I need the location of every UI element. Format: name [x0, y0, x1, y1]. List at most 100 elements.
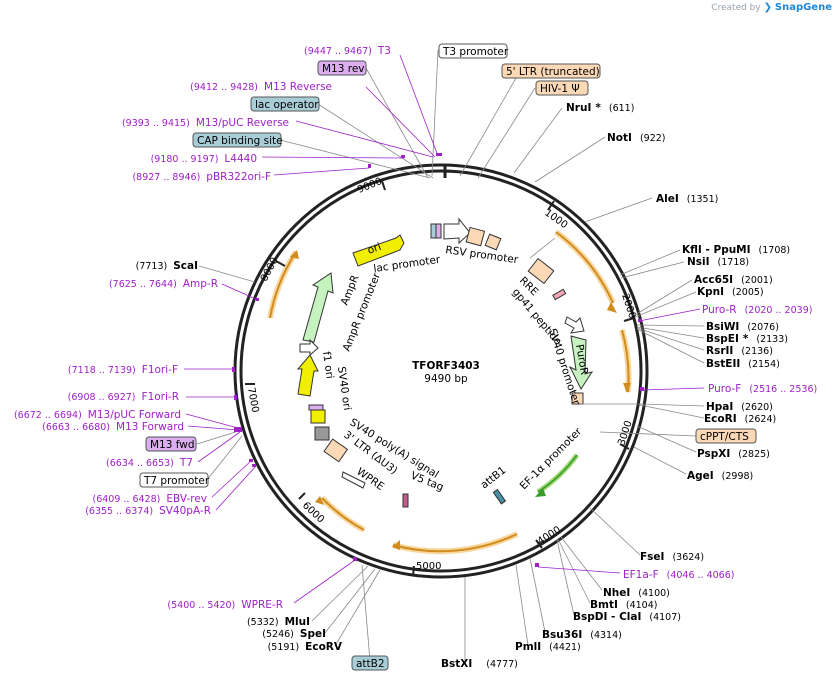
enzyme-scai: (7713)ScaI	[136, 260, 198, 272]
enzyme-spei: (5246)SpeI	[262, 628, 326, 640]
5ltr-box	[465, 226, 486, 247]
snapgene-logo-icon: ❯	[763, 2, 772, 13]
tick-4000: 4000	[536, 524, 563, 547]
enzyme-agei: AgeI(2998)	[687, 470, 753, 482]
primer-f1ori-r: (6908 .. 6927)F1ori-R	[68, 391, 179, 403]
enzyme-kfli: KflI - PpuMI(1708)	[682, 244, 790, 256]
tick-7000: 7000	[245, 387, 260, 414]
enzyme-hpai: HpaI(2620)	[706, 401, 773, 413]
primer-marks	[232, 153, 644, 567]
enzyme-bspdi: BspDI - ClaI(4107)	[573, 611, 681, 623]
primer-labels: (9447 .. 9467)T3 (9412 .. 9428)M13 Rever…	[14, 45, 817, 611]
enzyme-bspei: BspEI*(2133)	[706, 333, 788, 345]
primer-amp-r: (7625 .. 7644)Amp-R	[109, 278, 218, 290]
enzyme-bstxi: BstXI(4777)	[441, 658, 518, 670]
brand-name: SnapGene	[774, 2, 832, 13]
leader-lines	[196, 49, 705, 663]
primer-m13puc-forward: (6672 .. 6694)M13/pUC Forward	[14, 409, 181, 421]
enzyme-mlui: (5332)MluI	[247, 616, 310, 628]
enzyme-pspxi: PspXI(2825)	[697, 448, 770, 460]
cap-box	[435, 223, 442, 239]
enzyme-acc65i: Acc65I(2001)	[694, 274, 773, 286]
wpre-arrow	[341, 471, 366, 489]
label-attb1: attB1	[478, 464, 508, 491]
brand-prefix: Created by	[711, 3, 761, 13]
sv40-ori-box	[310, 409, 326, 424]
sv40-promoter-arrow	[564, 316, 585, 334]
feature-boxes: T3 promoter 5' LTR (truncated) HIV-1 Ψ l…	[139, 43, 757, 671]
primer-t3: (9447 .. 9467)T3	[304, 45, 391, 57]
feature-attb2: attB2	[356, 658, 385, 670]
snapgene-brand: Created by ❯ SnapGene	[711, 2, 832, 13]
enzyme-nsii: NsiI(1718)	[687, 256, 749, 268]
enzyme-bmti: BmtI(4104)	[590, 599, 657, 611]
feature-hiv-psi: HIV-1 Ψ	[540, 83, 580, 95]
feature-m13-rev: M13 rev	[322, 63, 365, 75]
primer-l4440: (9180 .. 9197)L4440	[151, 153, 257, 165]
enzyme-ecorv: (5191)EcoRV	[268, 641, 343, 653]
label-ori: ori	[366, 241, 383, 257]
primer-wpre-r: (5400 .. 5420)WPRE-R	[167, 599, 283, 611]
f1ori-arrow	[296, 354, 319, 397]
enzyme-bsu36i: Bsu36I(4314)	[542, 629, 622, 641]
plasmid-size: 9490 bp	[424, 373, 468, 385]
enzyme-labels: NruI*(611) NotI(922) AleI(1351) KflI - P…	[136, 102, 791, 670]
rsv-promoter-arrow	[443, 217, 471, 245]
enzyme-alei: AleI(1351)	[656, 193, 718, 205]
primer-m13-forward: (6663 .. 6680)M13 Forward	[42, 421, 184, 433]
enzyme-pmli: PmlI(4421)	[515, 641, 581, 653]
feature-cppt-cts: cPPT/CTS	[700, 431, 749, 443]
enzyme-kpni: KpnI(2005)	[697, 286, 764, 298]
primer-t7: (6634 .. 6653)T7	[106, 457, 193, 469]
feature-glyphs	[296, 217, 594, 508]
cppt-box	[571, 392, 584, 405]
gp41-box	[552, 288, 567, 301]
primer-ebv-rev: (6409 .. 6428)EBV-rev	[93, 493, 208, 505]
label-rsv-promoter: RSV promoter	[445, 244, 520, 266]
enzyme-nrui: NruI*(611)	[566, 102, 634, 114]
primer-leaders	[184, 54, 705, 604]
primer-m13-reverse: (9412 .. 9428)M13 Reverse	[190, 81, 332, 93]
feature-m13-fwd: M13 fwd	[150, 439, 195, 451]
label-puror: PuroR	[573, 343, 590, 375]
feature-t3-promoter: T3 promoter	[442, 46, 509, 58]
v5-tag-box	[402, 493, 409, 508]
enzyme-noti: NotI(922)	[607, 132, 665, 144]
hiv-psi-box	[484, 233, 502, 251]
inner-arcs	[267, 229, 632, 555]
primer-ef1a-f: EF1a-F(4046 .. 4066)	[623, 569, 734, 581]
backbone-inner-ring	[239, 169, 643, 573]
feature-lac-operator: lac operator	[255, 99, 319, 111]
label-sv40-ori: SV40 ori	[335, 366, 353, 411]
tick-9000: 9000	[356, 176, 384, 196]
tick-1000: 1000	[542, 207, 569, 231]
feature-5ltr: 5' LTR (truncated)	[506, 66, 600, 78]
enzyme-rsrii: RsrII(2136)	[706, 345, 773, 357]
enzyme-nhei: NheI(4100)	[603, 587, 670, 599]
rre-box	[527, 257, 555, 285]
primer-f1ori-f: (7118 .. 7139)F1ori-F	[68, 364, 178, 376]
3ltr-box	[323, 438, 349, 463]
ori-arrow	[352, 234, 405, 267]
feature-cap-binding-site: CAP binding site	[197, 135, 283, 147]
plasmid-name: TFORF3403	[412, 360, 480, 372]
tick-5000: 5000	[416, 561, 441, 572]
primer-sv40pa-r: (6355 .. 6374)SV40pA-R	[85, 505, 211, 517]
label-f1ori: f1 ori	[320, 351, 336, 380]
primer-m13puc-reverse: (9393 .. 9415)M13/pUC Reverse	[122, 117, 289, 129]
label-wpre: WPRE	[354, 466, 386, 493]
label-ampr: AmpR	[339, 274, 362, 308]
amp-promoter-arrow	[299, 338, 319, 357]
enzyme-bsiwi: BsiWI(2076)	[706, 321, 779, 333]
sv40-polya-box	[314, 426, 330, 441]
feature-t7-promoter: T7 promoter	[143, 475, 210, 487]
primer-puro-r: Puro-R(2020 .. 2039)	[702, 304, 812, 316]
primer-puro-f: Puro-F(2516 .. 2536)	[708, 383, 817, 395]
ampr-arrow	[302, 272, 334, 343]
enzyme-bsteii: BstEII(2154)	[706, 358, 780, 370]
attb1-box	[492, 488, 507, 505]
enzyme-fsei: FseI(3624)	[640, 551, 704, 563]
puror-arrow	[568, 335, 594, 391]
primer-pbr322ori-f: (8927 .. 8946)pBR322ori-F	[132, 171, 271, 183]
